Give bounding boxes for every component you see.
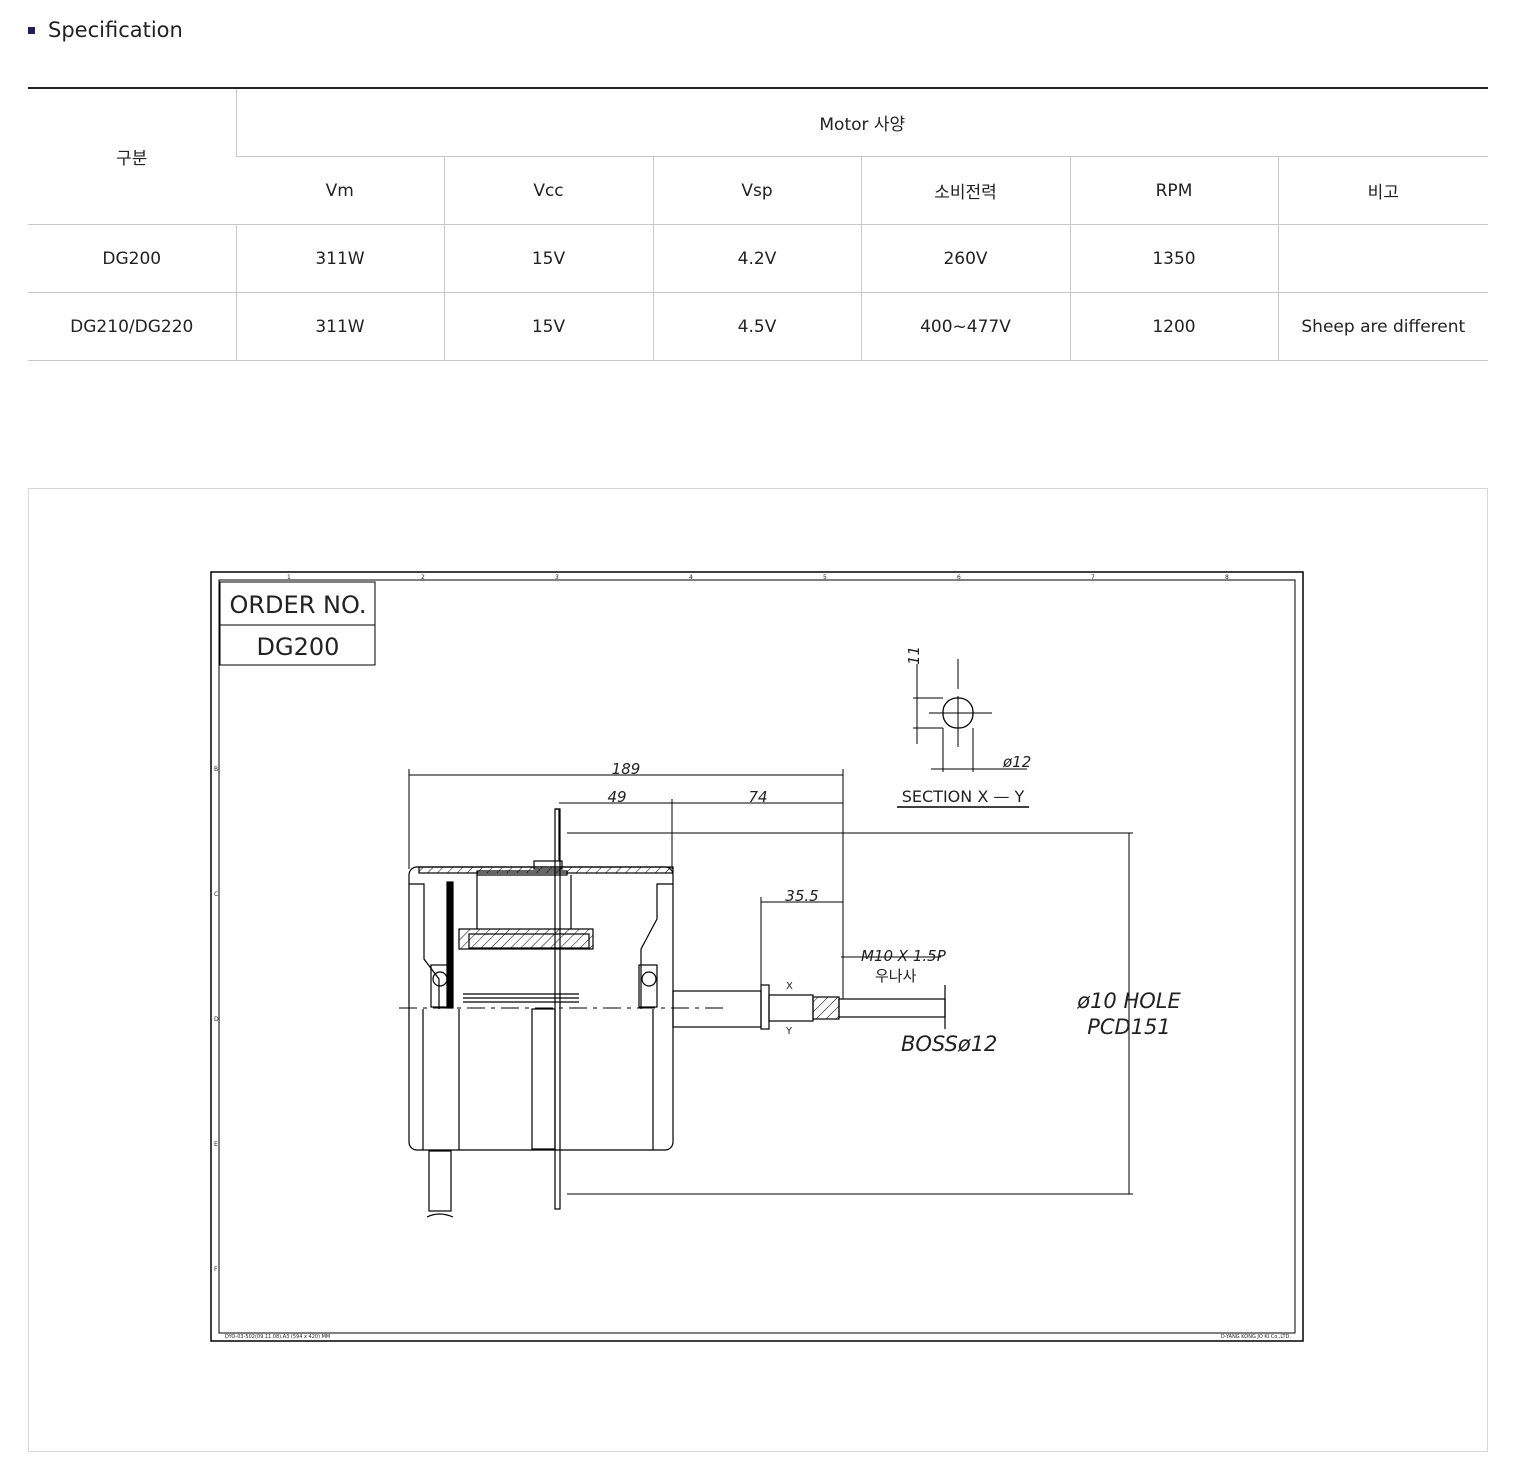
- table-cell: 400~477V: [860, 292, 1070, 361]
- technical-drawing-panel: 1 2 3 4 5 6 7 8 B C D E F ORDER NO. DG200 11 ø12 SE…: [28, 488, 1488, 1452]
- table-cell: 1200: [1069, 292, 1278, 361]
- order-number-block: ORDER NO. DG200: [219, 581, 376, 666]
- spec-table: 구분 Motor 사양 Vm Vcc Vsp 소비전력 RPM 비고 DG200…: [28, 87, 1489, 361]
- dim-shaft-offset-label: 74: [748, 788, 767, 806]
- table-cell: 15V: [443, 224, 653, 293]
- table-cell: 311W: [235, 292, 444, 361]
- table-cell: [1277, 224, 1489, 293]
- table-cell: 260V: [860, 224, 1070, 293]
- section-height-label: 11: [905, 646, 923, 665]
- square-bullet-icon: [28, 26, 35, 34]
- table-row: DG200 311W 15V 4.2V 260V 1350: [28, 224, 1489, 293]
- zone-column-label: 6: [957, 574, 961, 581]
- table-subheader-row: Vm Vcc Vsp 소비전력 RPM 비고: [28, 156, 1489, 225]
- nut-label: 우나사: [875, 967, 917, 985]
- table-cell: 4.2V: [652, 224, 861, 293]
- dim-flange-label: 49: [607, 788, 626, 806]
- table-row: DG210/DG220 311W 15V 4.5V 400~477V 1200 …: [28, 292, 1489, 361]
- dim-shaft-length-label: 35.5: [785, 887, 818, 905]
- zone-column-labels: 1 2 3 4 5 6 7 8: [287, 574, 1229, 581]
- table-cell: 1350: [1069, 224, 1278, 293]
- column-header: Vsp: [652, 156, 861, 225]
- zone-column-label: 1: [287, 574, 291, 581]
- drawing-footer-left: DYO-03-502(09.11.08),A3 (594 x 420) MM: [225, 1334, 330, 1340]
- zone-row-label: B: [214, 766, 218, 773]
- motor-technical-drawing: 1 2 3 4 5 6 7 8 B C D E F ORDER NO. DG200 11 ø12 SE…: [210, 571, 1304, 1342]
- column-header: 소비전력: [860, 156, 1070, 225]
- zone-column-label: 2: [421, 574, 425, 581]
- zone-column-label: 5: [823, 574, 827, 581]
- model-cell: DG210/DG220: [28, 292, 236, 361]
- column-header: RPM: [1069, 156, 1278, 225]
- zone-column-label: 3: [555, 574, 559, 581]
- sheet-frame: [210, 571, 1304, 1342]
- zone-row-label: F: [214, 1266, 218, 1273]
- section-title-label: SECTION X — Y: [902, 787, 1025, 806]
- hole-label: ø10 HOLE: [1076, 989, 1181, 1013]
- dim-overall-label: 189: [612, 760, 641, 778]
- section-mark-y: Y: [785, 1026, 793, 1037]
- header-group: Motor 사양: [235, 87, 1489, 157]
- order-value: DG200: [257, 633, 340, 661]
- model-cell: DG200: [28, 224, 236, 293]
- zone-row-label: E: [214, 1141, 218, 1148]
- zone-column-label: 7: [1091, 574, 1095, 581]
- drawing-footer-right: D-YANG KONG JO KI Co.,LTD.: [1221, 1334, 1291, 1340]
- section-diameter-label: ø12: [1002, 753, 1031, 771]
- table-cell: 311W: [235, 224, 444, 293]
- zone-row-label: C: [214, 891, 218, 898]
- table-cell: Sheep are different: [1277, 292, 1489, 361]
- pcd-label: PCD151: [1087, 1015, 1171, 1039]
- boss-label: BOSSø12: [901, 1032, 997, 1056]
- column-header: Vcc: [443, 156, 653, 225]
- column-header: 비고: [1277, 156, 1489, 225]
- section-xy-detail: [897, 659, 1029, 808]
- zone-column-label: 8: [1225, 574, 1229, 581]
- zone-column-label: 4: [689, 574, 693, 581]
- zone-row-labels: B C D E F: [214, 766, 219, 1273]
- table-cell: 4.5V: [652, 292, 861, 361]
- table-cell: 15V: [443, 292, 653, 361]
- thread-spec-label: M10 X 1.5P: [861, 947, 947, 965]
- header-category: 구분: [28, 87, 236, 225]
- dimension-lines: [408, 769, 1133, 1195]
- zone-row-label: D: [214, 1016, 219, 1023]
- table-header-row: 구분 Motor 사양: [28, 87, 1489, 225]
- section-title: Specification: [48, 18, 183, 42]
- motor-body: [408, 808, 674, 1218]
- motor-shaft: [399, 984, 946, 1030]
- section-heading: Specification: [28, 14, 183, 46]
- order-label: ORDER NO.: [229, 591, 366, 619]
- column-header: Vm: [236, 156, 444, 225]
- section-mark-x: X: [786, 981, 793, 992]
